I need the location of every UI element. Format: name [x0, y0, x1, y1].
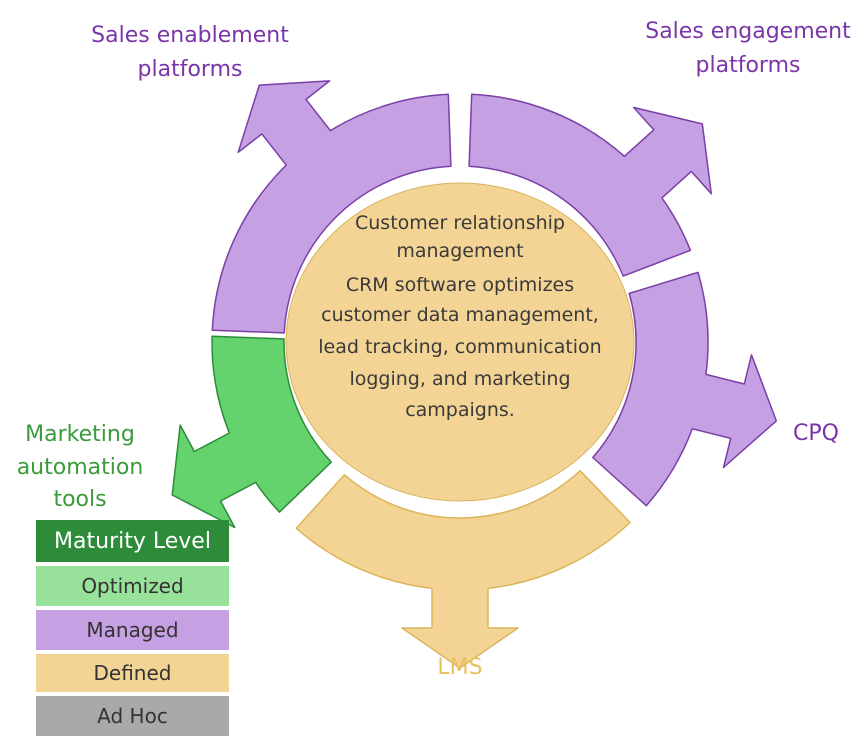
center-desc-line5: campaigns.	[405, 399, 515, 421]
segment-sales-enablement	[211, 80, 452, 334]
legend-item-defined: Defined	[36, 654, 229, 692]
label-sales-engagement-line1: Sales engagement	[645, 19, 851, 44]
center-crm-circle	[285, 182, 635, 502]
segment-lms	[295, 469, 631, 669]
label-sales-engagement-line2: platforms	[696, 53, 801, 78]
label-lms: LMS	[437, 655, 482, 680]
center-title-line2: management	[396, 240, 523, 262]
center-desc-line2: customer data management,	[321, 304, 599, 326]
legend-item-managed: Managed	[36, 610, 229, 650]
segment-marketing-automation	[171, 335, 333, 529]
center-title-line1: Customer relationship	[355, 212, 565, 234]
legend-title: Maturity Level	[36, 520, 229, 562]
label-cpq: CPQ	[793, 421, 839, 446]
center-desc-line1: CRM software optimizes	[346, 274, 574, 296]
label-marketing-line2: automation	[17, 455, 144, 480]
label-sales-enablement-line2: platforms	[138, 57, 243, 82]
label-marketing-line3: tools	[53, 487, 106, 512]
legend-item-optimized: Optimized	[36, 566, 229, 606]
label-marketing-line1: Marketing	[25, 422, 135, 447]
segment-cpq	[592, 271, 778, 507]
center-desc-line3: lead tracking, communication	[318, 336, 601, 358]
label-sales-enablement-line1: Sales enablement	[91, 23, 289, 48]
center-desc-line4: logging, and marketing	[349, 368, 570, 390]
segment-sales-engagement	[468, 93, 713, 277]
legend-item-adhoc: Ad Hoc	[36, 696, 229, 736]
